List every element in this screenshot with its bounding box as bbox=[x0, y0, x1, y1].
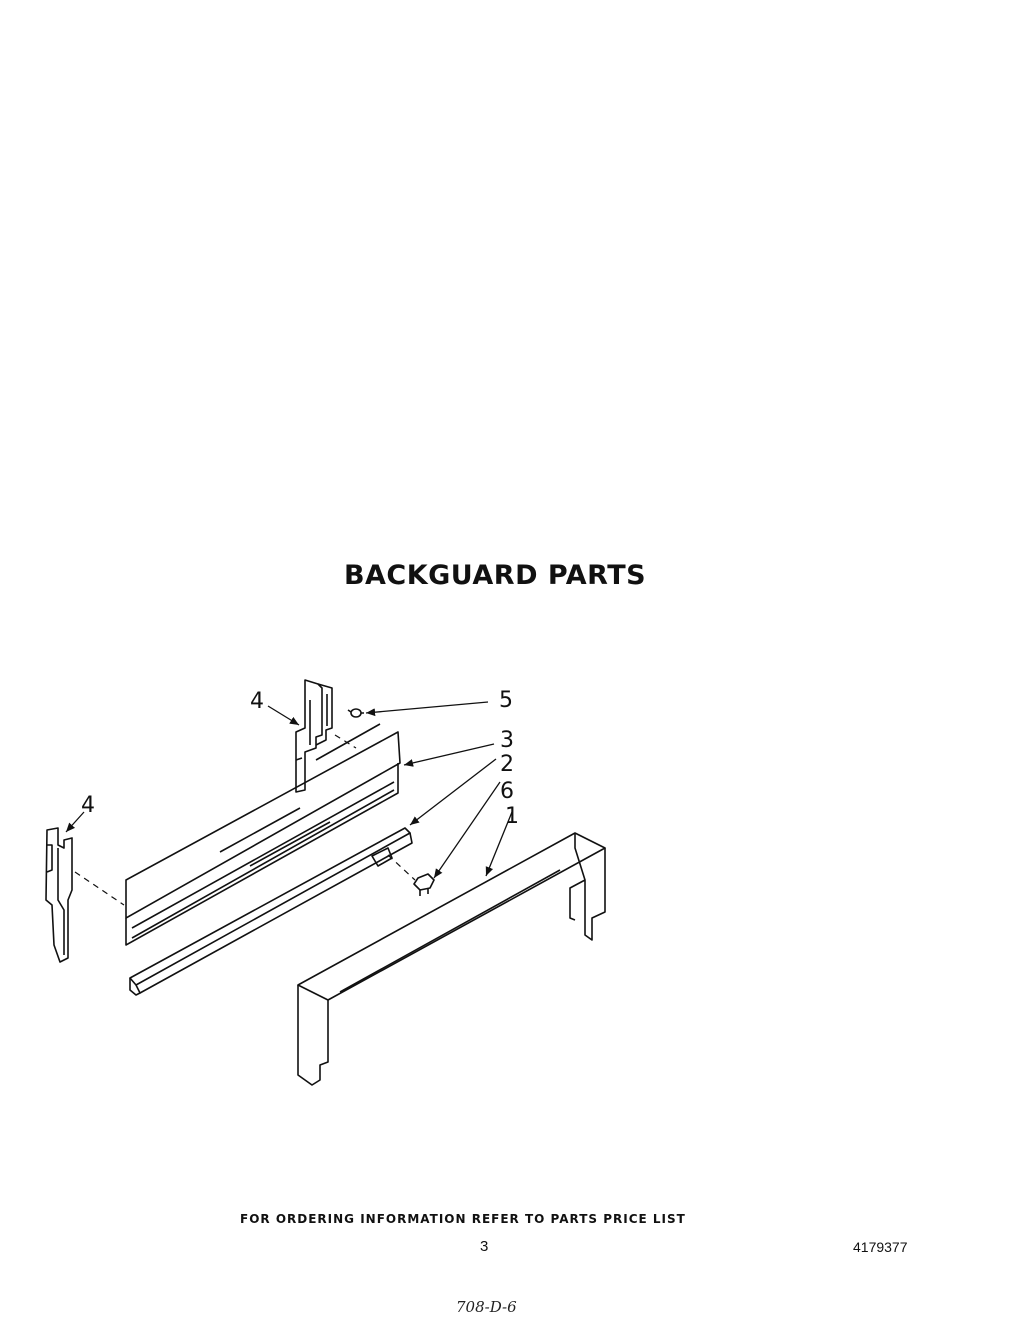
assembly-guide-lines bbox=[74, 734, 416, 906]
callout-2: 2 bbox=[500, 752, 514, 777]
part-3-backguard-panel bbox=[125, 723, 401, 946]
part-5-screw bbox=[347, 708, 364, 718]
callout-1: 1 bbox=[505, 804, 519, 829]
callout-3: 3 bbox=[500, 728, 514, 753]
page-number: 3 bbox=[480, 1238, 489, 1255]
document-number: 4179377 bbox=[853, 1239, 908, 1255]
callout-4-left: 4 bbox=[81, 793, 95, 818]
part-1-backguard-shell bbox=[297, 832, 606, 1086]
part-6-clip bbox=[413, 873, 435, 896]
ordering-info-text: FOR ORDERING INFORMATION REFER TO PARTS … bbox=[240, 1212, 686, 1226]
part-4-upper-bracket bbox=[295, 679, 333, 793]
leader-lines bbox=[65, 701, 513, 879]
part-2-trim-strip bbox=[129, 827, 413, 996]
callout-5: 5 bbox=[499, 688, 513, 713]
callout-6: 6 bbox=[500, 779, 514, 804]
part-4-left-bracket bbox=[45, 827, 73, 963]
handwritten-note: 708-D-6 bbox=[456, 1298, 517, 1316]
page-title: BACKGUARD PARTS bbox=[343, 560, 647, 591]
callout-4-upper: 4 bbox=[250, 689, 264, 714]
